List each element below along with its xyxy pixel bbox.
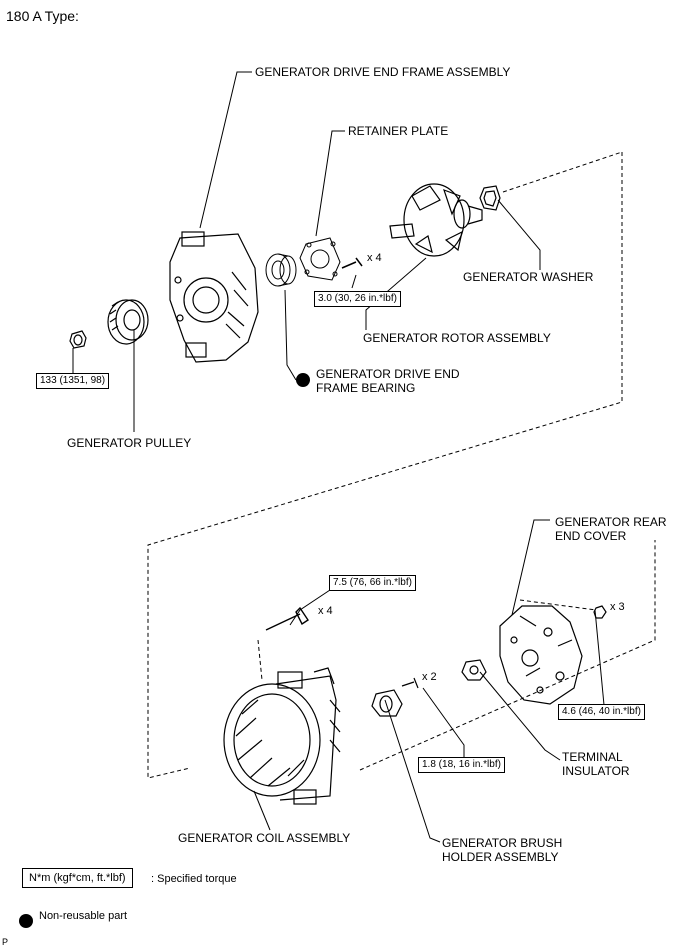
- label-retainer-plate: RETAINER PLATE: [348, 124, 449, 138]
- rear-nut-axis: [519, 599, 597, 611]
- pulley-drawing: [107, 299, 149, 345]
- legend-nonreusable-text: Non-reusable part: [39, 910, 128, 922]
- qty-coil-bolts: x 4: [318, 605, 333, 617]
- qty-rear-nuts: x 3: [610, 601, 625, 613]
- footer-code: P: [2, 937, 9, 947]
- torque-rear-nut: 4.6 (46, 40 in.*lbf): [558, 704, 645, 720]
- lower-dashed-boundary: [359, 540, 656, 771]
- drive-end-frame-drawing: [169, 231, 259, 363]
- label-bearing-line2: FRAME BEARING: [316, 381, 416, 395]
- legend-torque-unit: N*m (kgf*cm, ft.*lbf): [22, 868, 133, 888]
- label-rotor: GENERATOR ROTOR ASSEMBLY: [363, 331, 551, 345]
- washer-drawing: [479, 185, 501, 211]
- label-terminal-line2: INSULATOR: [562, 764, 630, 778]
- torque-coil-bolt: 7.5 (76, 66 in.*lbf): [329, 575, 416, 591]
- coil-bolt-drawing: [265, 606, 309, 631]
- torque-retainer: 3.0 (30, 26 in.*lbf): [314, 291, 401, 307]
- label-rear-cover-line1: GENERATOR REAR: [555, 515, 667, 529]
- torque-pulley-nut: 133 (1351, 98): [36, 373, 110, 389]
- retainer-screw-drawing: [341, 257, 363, 269]
- rear-nut-drawing: [593, 605, 607, 619]
- qty-brush-screws: x 2: [422, 671, 437, 683]
- label-brush-line1: GENERATOR BRUSH: [442, 836, 563, 850]
- label-brush-line2: HOLDER ASSEMBLY: [442, 850, 559, 864]
- label-pulley: GENERATOR PULLEY: [67, 436, 192, 450]
- qty-retainer-screws: x 4: [367, 252, 382, 264]
- washer-axis-line: [502, 151, 623, 193]
- terminal-insulator-drawing: [461, 659, 487, 681]
- rear-cover-drawing: [499, 605, 583, 705]
- label-washer: GENERATOR WASHER: [463, 270, 594, 284]
- label-drive-end-frame: GENERATOR DRIVE END FRAME ASSEMBLY: [255, 65, 511, 79]
- coil-bolt-axis: [257, 639, 263, 681]
- rotor-drawing: [389, 183, 483, 257]
- label-terminal-line1: TERMINAL: [562, 750, 623, 764]
- bearing-drawing: [265, 253, 297, 287]
- retainer-plate-drawing: [299, 237, 341, 281]
- label-bearing-line1: GENERATOR DRIVE END: [316, 367, 460, 381]
- brush-holder-drawing: [371, 677, 419, 717]
- pulley-nut-drawing: [69, 330, 87, 349]
- legend-torque-desc: : Specified torque: [151, 873, 237, 885]
- label-coil: GENERATOR COIL ASSEMBLY: [178, 831, 351, 845]
- coil-assembly-drawing: [223, 667, 341, 805]
- page-title: 180 A Type:: [6, 8, 79, 24]
- upper-dashed-boundary: [147, 152, 623, 779]
- label-rear-cover-line2: END COVER: [555, 529, 627, 543]
- legend-nonreusable-dot-icon: [19, 914, 33, 928]
- torque-brush-screw: 1.8 (18, 16 in.*lbf): [418, 757, 505, 773]
- nonreusable-dot-icon: [296, 373, 310, 387]
